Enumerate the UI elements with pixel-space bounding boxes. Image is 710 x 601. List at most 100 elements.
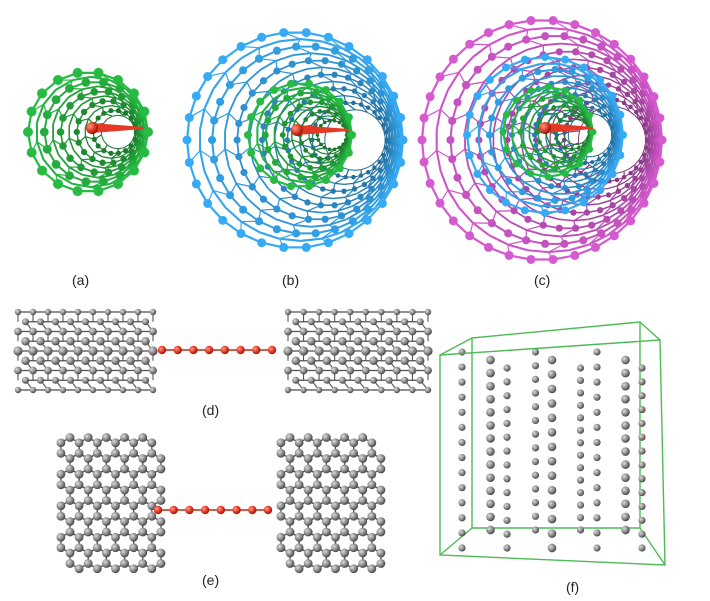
bond <box>345 82 358 88</box>
atom <box>129 480 139 490</box>
atom <box>285 464 295 474</box>
bond <box>616 93 626 99</box>
bond <box>537 75 553 82</box>
bond <box>57 108 64 119</box>
atom <box>36 356 45 365</box>
bond <box>624 97 633 105</box>
atom <box>378 308 385 316</box>
atom <box>639 198 649 208</box>
bond <box>620 84 631 93</box>
atom <box>358 517 368 526</box>
bond <box>548 249 570 254</box>
atom <box>616 110 625 119</box>
atom <box>101 548 111 558</box>
bond <box>301 155 313 158</box>
atom <box>74 308 82 316</box>
atom <box>74 469 84 479</box>
bond <box>103 79 111 83</box>
atom <box>83 559 93 568</box>
bond <box>595 87 608 100</box>
atom <box>331 480 340 490</box>
chain-atom <box>185 505 194 515</box>
bond <box>584 166 594 170</box>
bond <box>346 209 363 221</box>
atom <box>340 527 349 537</box>
atom <box>59 386 67 394</box>
atom <box>503 475 511 483</box>
atom <box>617 207 625 215</box>
atom <box>609 231 619 241</box>
atom <box>370 376 378 384</box>
atom <box>638 447 646 455</box>
bond <box>112 147 119 150</box>
atom <box>396 113 406 123</box>
bond <box>567 75 583 82</box>
atom <box>544 83 552 91</box>
atom <box>620 78 628 85</box>
atom <box>486 355 495 365</box>
bond <box>600 155 608 163</box>
bond <box>319 158 329 165</box>
atom <box>81 77 91 87</box>
atom <box>331 448 340 458</box>
atom <box>317 156 323 161</box>
bond <box>595 221 613 231</box>
atom <box>21 376 30 384</box>
atom <box>593 529 601 537</box>
atom <box>147 448 157 458</box>
atom <box>80 148 88 156</box>
atom <box>129 438 139 448</box>
atom <box>297 89 305 97</box>
bond <box>345 192 358 198</box>
atom <box>605 82 612 88</box>
bond <box>310 144 317 151</box>
bond <box>274 141 285 147</box>
bond <box>106 115 113 120</box>
bond <box>68 79 74 89</box>
atom <box>626 54 636 64</box>
atom <box>92 543 102 553</box>
bond <box>299 144 303 154</box>
atom <box>294 480 304 490</box>
atom <box>344 41 354 51</box>
bond <box>311 167 323 174</box>
bond <box>320 67 323 75</box>
atom <box>533 121 539 128</box>
bond <box>511 139 520 155</box>
atom <box>346 366 355 375</box>
atom <box>287 110 294 117</box>
bond <box>588 34 608 46</box>
chain-atom <box>267 345 277 355</box>
atom <box>138 464 148 474</box>
bond <box>563 134 566 140</box>
bond <box>582 79 597 89</box>
atom <box>576 96 584 104</box>
atom <box>638 544 646 552</box>
panel-c-label: (c) <box>534 272 550 288</box>
atom <box>270 176 278 185</box>
atom <box>602 113 607 118</box>
panel-c: (c) <box>417 16 667 288</box>
atom <box>321 559 331 568</box>
bond <box>597 97 608 108</box>
bond <box>561 42 579 47</box>
bond <box>203 170 215 191</box>
atom <box>29 366 37 375</box>
atom <box>297 173 305 181</box>
atom <box>400 356 409 365</box>
bond <box>94 106 103 113</box>
atom <box>349 543 359 553</box>
bond <box>618 106 625 110</box>
bond <box>279 72 294 82</box>
chain-atom <box>216 505 226 515</box>
atom <box>65 527 75 537</box>
atom <box>111 501 120 511</box>
bond <box>348 109 356 111</box>
atom <box>353 356 363 365</box>
atom <box>465 110 474 119</box>
atom <box>104 366 112 375</box>
atom <box>74 543 84 553</box>
atom <box>557 142 562 147</box>
atom <box>377 366 386 375</box>
atom <box>138 454 148 463</box>
